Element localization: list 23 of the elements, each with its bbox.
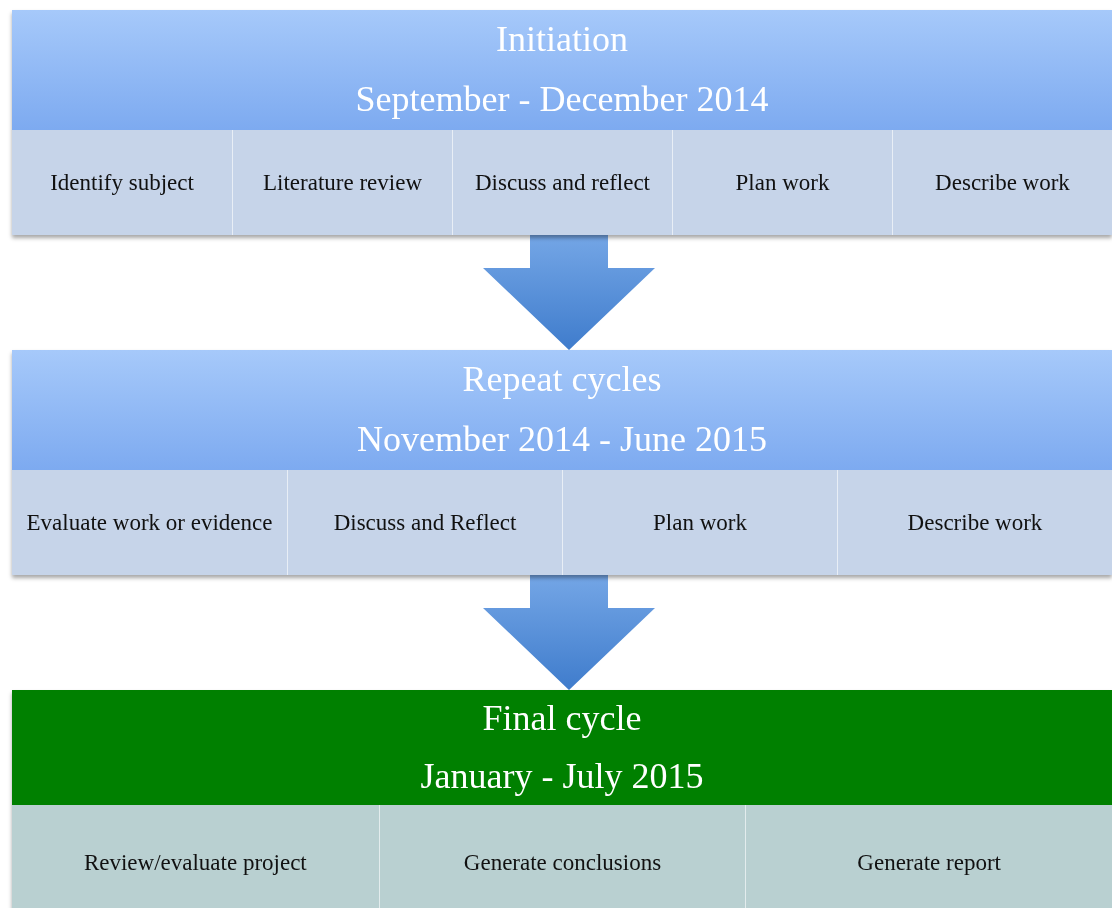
step-label: Generate report — [856, 848, 1002, 877]
step-label: Describe work — [906, 508, 1044, 537]
block-arrow — [483, 575, 655, 690]
phase-dates: September - December 2014 — [355, 78, 769, 122]
step-label: Plan work — [652, 508, 748, 537]
step-label: Plan work — [734, 168, 831, 197]
step-label: Evaluate work or evidence — [25, 508, 274, 537]
phase-panel — [12, 690, 1112, 908]
phase-title: Initiation — [496, 18, 628, 62]
step-label: Discuss and reflect — [474, 168, 651, 197]
step-label: Literature review — [262, 168, 423, 197]
phase-title: Repeat cycles — [462, 358, 662, 402]
phase-panel — [12, 10, 1112, 235]
step-label: Describe work — [934, 168, 1071, 197]
phase-dates: November 2014 - June 2015 — [357, 418, 767, 462]
step-label: Identify subject — [49, 168, 195, 197]
step-label: Review/evaluate project — [82, 848, 308, 877]
phase-dates: January - July 2015 — [420, 754, 704, 798]
block-arrow — [483, 235, 655, 350]
phase-panel — [12, 350, 1112, 575]
step-label: Discuss and Reflect — [332, 508, 518, 537]
phase-title: Final cycle — [482, 697, 642, 741]
step-label: Generate conclusions — [462, 848, 663, 877]
